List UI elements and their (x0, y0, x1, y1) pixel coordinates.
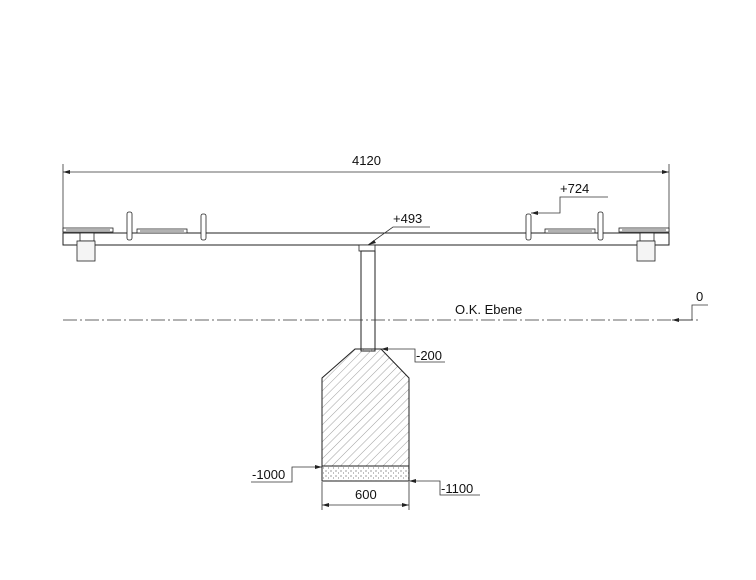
gravel-layer (321, 465, 410, 482)
concrete-foundation (321, 348, 410, 467)
right-seat (618, 227, 670, 262)
seesaw-beam (62, 232, 670, 246)
foundation-top-level-label: -200 (416, 348, 442, 363)
left-handles (126, 211, 207, 241)
foundation-width-label: 600 (355, 487, 377, 502)
left-seat (62, 227, 114, 262)
foundation-base-level: -1000 (251, 465, 322, 483)
pivot-post (358, 244, 376, 352)
gravel-base-level: -1100 (409, 479, 480, 496)
beam-level: +493 (367, 211, 430, 246)
top-handle-level-label: +724 (560, 181, 589, 196)
overall-width-label: 4120 (352, 153, 381, 168)
foundation-top-level: -200 (381, 347, 445, 363)
ground-line: O.K. Ebene (63, 302, 700, 321)
right-handles (525, 211, 604, 241)
gravel-base-level-label: -1100 (441, 481, 473, 496)
ground-label: O.K. Ebene (455, 302, 522, 317)
ground-level-marker: 0 (672, 289, 708, 322)
beam-level-label: +493 (393, 211, 422, 226)
foundation-base-level-label: -1000 (252, 467, 285, 482)
overall-width-dimension: 4120 (62, 153, 670, 232)
foundation-width-dimension: 600 (321, 482, 410, 510)
top-handle-level: +724 (531, 181, 608, 215)
ground-level-label: 0 (696, 289, 703, 304)
